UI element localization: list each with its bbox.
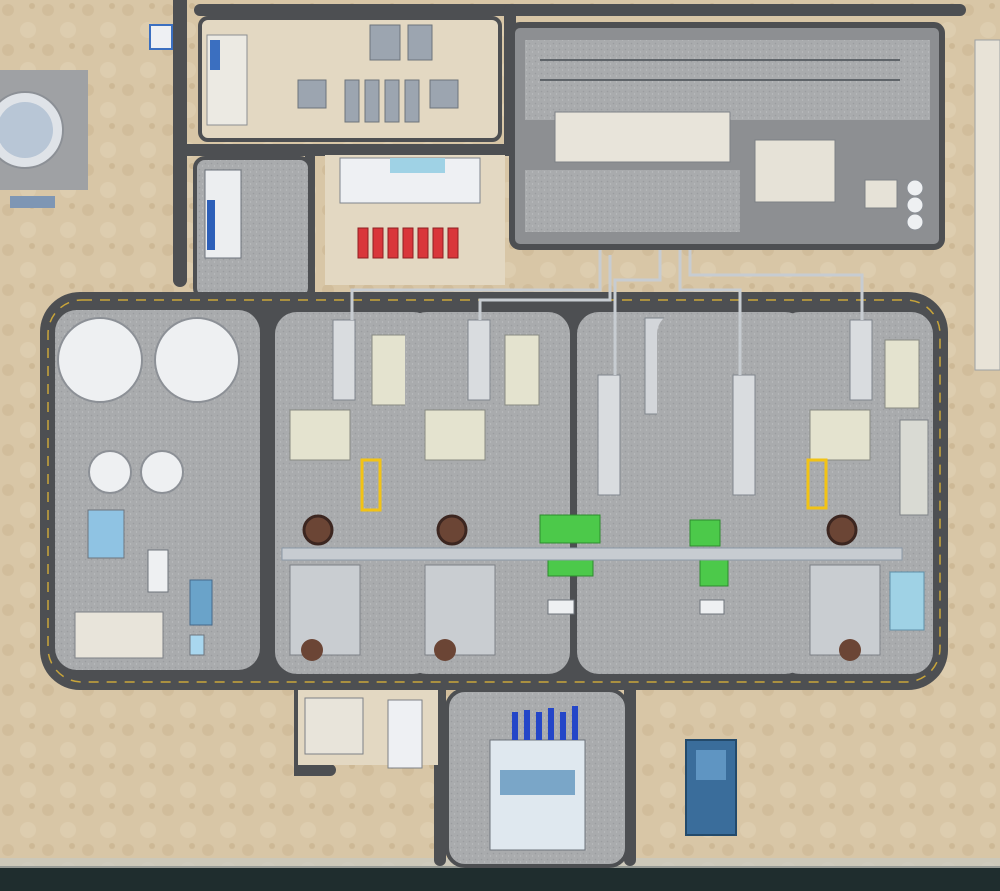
storage-tanks (57, 317, 240, 494)
main-island-road-line (47, 299, 941, 683)
switchyard-lower-pad (525, 170, 740, 232)
storage-tank-dome (0, 102, 53, 158)
control-building-ne (754, 139, 836, 203)
cooling-basin (500, 770, 575, 795)
sea-edge (0, 866, 1000, 891)
overhead-lines (350, 250, 864, 375)
switchyard-gantry (540, 59, 900, 81)
power-block-4 (778, 312, 933, 674)
transformer-cluster (297, 24, 459, 123)
warehouse-southwest (74, 611, 164, 659)
chem-tank-west (189, 579, 213, 626)
workshop-skylight (390, 158, 445, 173)
admin-building-accent (210, 40, 220, 70)
right-adjacent-lot (974, 39, 1000, 371)
red-units (357, 227, 459, 259)
guard-house (149, 24, 173, 50)
power-block-3 (657, 312, 807, 674)
pipe-rack (281, 547, 903, 561)
small-tanks-ne (906, 179, 924, 231)
warehouse-west-accent (207, 200, 215, 250)
power-block-2 (405, 312, 570, 674)
pump-building-west (147, 549, 169, 593)
gis-building (554, 111, 731, 163)
south-building-a (304, 697, 364, 755)
aux-building-ne (864, 179, 898, 209)
south-building-b (387, 699, 423, 769)
power-block-1 (275, 312, 435, 674)
small-units-strip (10, 196, 55, 208)
water-intake-inner (696, 750, 726, 780)
cooling-fans (512, 706, 578, 740)
small-kiosk-west (189, 634, 205, 656)
water-basin-west (87, 509, 125, 559)
